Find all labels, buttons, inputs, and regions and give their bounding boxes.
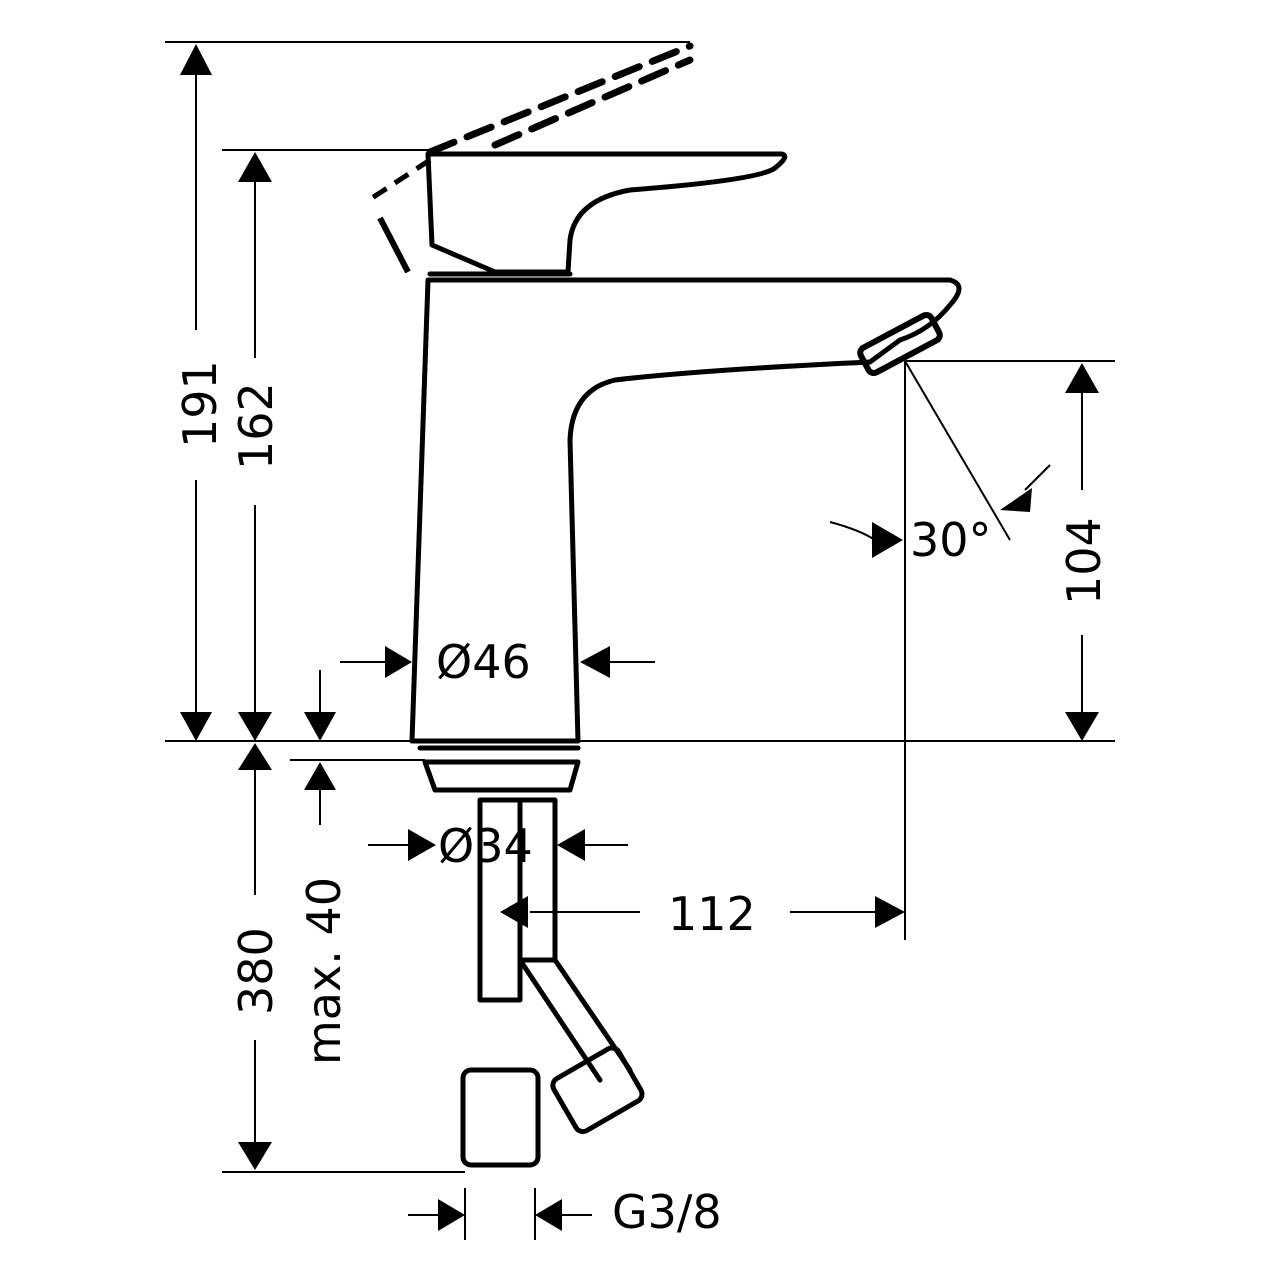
dim-max-deck-thickness: max. 40 [297, 877, 351, 1065]
dimension-lines [180, 44, 1099, 1240]
reference-lines [165, 41, 1115, 1173]
faucet-body [370, 42, 962, 744]
dim-body-diameter: Ø46 [436, 635, 531, 689]
dimension-labels: 191 162 104 Ø46 Ø34 112 30° max. 40 380 … [173, 360, 1111, 1239]
underdeck-assembly [417, 745, 645, 1168]
dim-shank-diameter: Ø34 [438, 819, 533, 873]
dim-hose-length: 380 [229, 927, 283, 1015]
dim-spray-angle: 30° [910, 513, 992, 567]
dim-spout-height: 162 [229, 382, 283, 470]
dim-connection-thread: G3/8 [612, 1185, 722, 1239]
dim-projection: 112 [668, 887, 756, 941]
dim-outlet-height: 104 [1057, 517, 1111, 605]
dim-total-height: 191 [173, 360, 227, 448]
